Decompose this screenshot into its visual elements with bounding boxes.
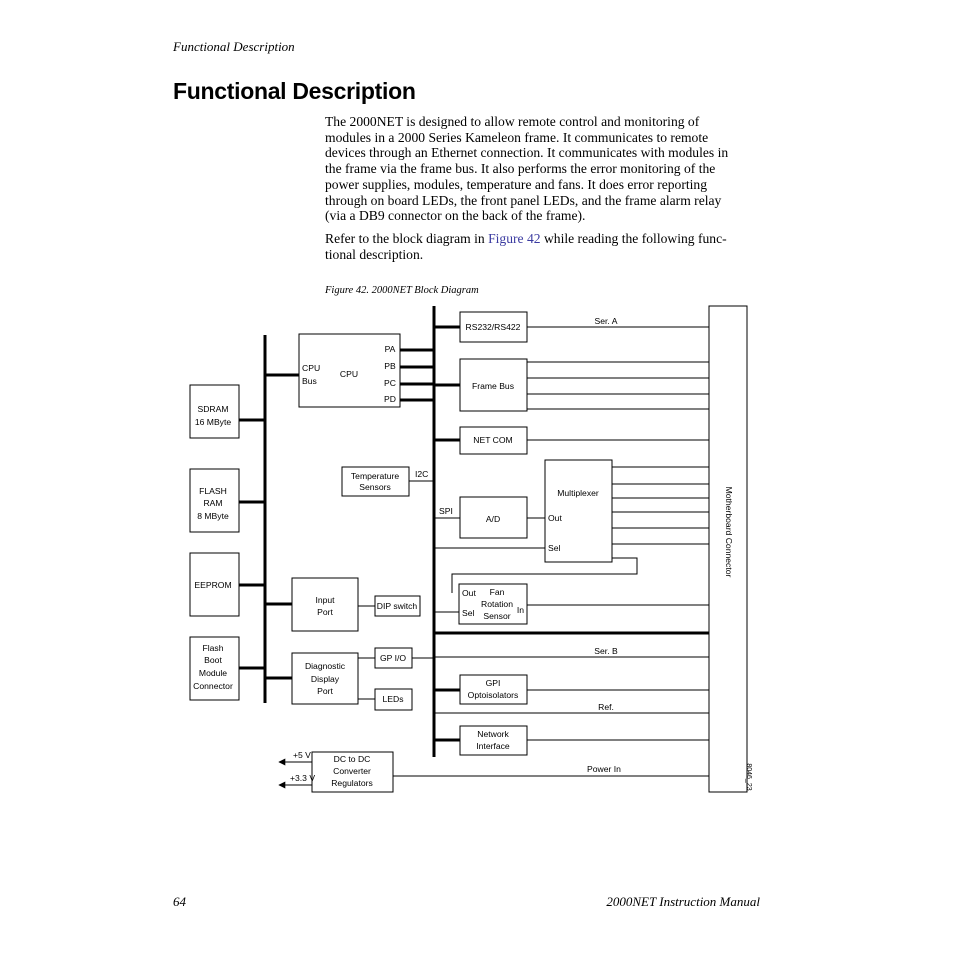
temp-label: Sensors <box>359 482 391 492</box>
dip-switch-label: DIP switch <box>377 601 418 611</box>
sdram-label: SDRAM <box>197 404 228 414</box>
mux-label: Multiplexer <box>557 488 599 498</box>
rs232-block: RS232/RS422 <box>459 311 528 343</box>
diag-label: Port <box>317 686 333 696</box>
fan-in-label: In <box>517 605 524 615</box>
cpu-port-pc: PC <box>384 378 396 388</box>
fan-sensor-block: Out Sel In Fan Rotation Sensor <box>458 583 528 625</box>
flash-boot-block: Flash Boot Module Connector <box>189 636 240 701</box>
section-title: Functional Description <box>173 78 416 104</box>
text-line: (via a DB9 connector on the back of the … <box>325 208 586 224</box>
ref-label: Ref. <box>598 702 614 712</box>
cpu-label: CPU <box>340 369 358 379</box>
figure-id: 8046_23 <box>745 763 752 790</box>
fan-label: Rotation <box>481 599 513 609</box>
reference-paragraph: Refer to the block diagram in Figure 42 … <box>325 231 763 262</box>
diag-label: Display <box>311 674 340 684</box>
flash-boot-label: Connector <box>193 681 233 691</box>
cpu-port-pb: PB <box>384 361 396 371</box>
text-line: through on board LEDs, the front panel L… <box>325 192 722 208</box>
spi-label: SPI <box>439 506 453 516</box>
frame-bus-block: Frame Bus <box>459 358 528 412</box>
leds-label: LEDs <box>382 694 403 704</box>
text-line: The 2000NET is designed to allow remote … <box>325 114 700 129</box>
ad-block: A/D <box>459 496 528 539</box>
flash-ram-block: FLASH RAM 8 MByte <box>189 468 240 533</box>
temperature-sensors-block: Temperature Sensors <box>341 466 410 497</box>
net-com-block: NET COM <box>459 426 528 455</box>
fan-out-label: Out <box>462 588 476 598</box>
flash-boot-label: Boot <box>204 655 222 665</box>
mux-feedback-line <box>451 557 638 593</box>
motherboard-connector: Motherboard Connector <box>708 305 748 793</box>
figure-caption: Figure 42. 2000NET Block Diagram <box>325 285 479 296</box>
net-com-label: NET COM <box>473 435 512 445</box>
leds-block: LEDs <box>374 688 413 711</box>
i2c-label: I2C <box>415 469 428 479</box>
gp-io-label: GP I/O <box>380 653 406 663</box>
dc-dc-block: DC to DC Converter Regulators <box>311 751 394 793</box>
flash-boot-label: Flash <box>202 643 223 653</box>
multiplexer-block: Multiplexer Out Sel <box>544 459 613 563</box>
fan-sel-label: Sel <box>462 608 475 618</box>
temp-label: Temperature <box>351 471 399 481</box>
cpu-port-pd: PD <box>384 394 396 404</box>
dcdc-label: Regulators <box>331 778 373 788</box>
cpu-block: CPU Bus CPU PA PB PC PD <box>298 333 401 408</box>
ser-a-label: Ser. A <box>595 316 618 326</box>
gpi-label: GPI <box>486 678 501 688</box>
input-port-label: Port <box>317 607 333 617</box>
cpu-bus-label: CPU <box>302 363 320 373</box>
gp-io-block: GP I/O <box>374 647 413 669</box>
intro-paragraph: The 2000NET is designed to allow remote … <box>325 114 763 224</box>
v33-label: +3.3 V <box>290 773 315 783</box>
text-span: while reading the following func- <box>540 231 727 246</box>
v5-label: +5 V <box>293 750 311 760</box>
diag-label: Diagnostic <box>305 661 346 671</box>
text-line: devices through an Ethernet connection. … <box>325 145 729 161</box>
text-line: modules in a 2000 Series Kameleon frame.… <box>325 129 709 145</box>
figure-link[interactable]: Figure 42 <box>488 231 541 246</box>
running-header: Functional Description <box>173 39 295 54</box>
network-interface-block: Network Interface <box>459 725 528 756</box>
gpi-label: Optoisolators <box>468 690 519 700</box>
dcdc-label: Converter <box>333 766 371 776</box>
text-span: Refer to the block diagram in <box>325 231 489 246</box>
gpi-opto-block: GPI Optoisolators <box>459 674 528 705</box>
sdram-block: SDRAM 16 MByte <box>189 384 240 439</box>
frame-bus-label: Frame Bus <box>472 381 514 391</box>
dip-switch-block: DIP switch <box>374 595 421 617</box>
flash-ram-label: RAM <box>203 498 222 508</box>
mux-sel-label: Sel <box>548 543 561 553</box>
text-line: the frame via the frame bus. It also per… <box>325 161 716 177</box>
flash-ram-label: FLASH <box>199 486 227 496</box>
ad-label: A/D <box>486 514 500 524</box>
page-number: 64 <box>173 894 186 909</box>
dcdc-label: DC to DC <box>334 754 371 764</box>
power-in-label: Power In <box>587 764 621 774</box>
diagnostic-display-block: Diagnostic Display Port <box>291 652 359 705</box>
motherboard-label: Motherboard Connector <box>724 487 734 578</box>
netif-label: Interface <box>476 741 510 751</box>
manual-title: 2000NET Instruction Manual <box>606 894 760 909</box>
flash-boot-label: Module <box>199 668 227 678</box>
flash-ram-size: 8 MByte <box>197 511 229 521</box>
sdram-size: 16 MByte <box>195 417 232 427</box>
fan-label: Sensor <box>483 611 510 621</box>
input-port-block: Input Port <box>291 577 359 632</box>
input-port-label: Input <box>315 595 335 605</box>
rs232-label: RS232/RS422 <box>466 322 521 332</box>
text-line: power supplies, modules, temperature and… <box>325 176 708 192</box>
ser-b-label: Ser. B <box>594 646 618 656</box>
eeprom-label: EEPROM <box>194 580 231 590</box>
fan-label: Fan <box>490 587 505 597</box>
netif-label: Network <box>477 729 509 739</box>
text-line: tional description. <box>325 246 424 262</box>
cpu-port-pa: PA <box>385 344 396 354</box>
cpu-bus-label: Bus <box>302 376 317 386</box>
mux-out-label: Out <box>548 513 562 523</box>
eeprom-block: EEPROM <box>189 552 240 617</box>
